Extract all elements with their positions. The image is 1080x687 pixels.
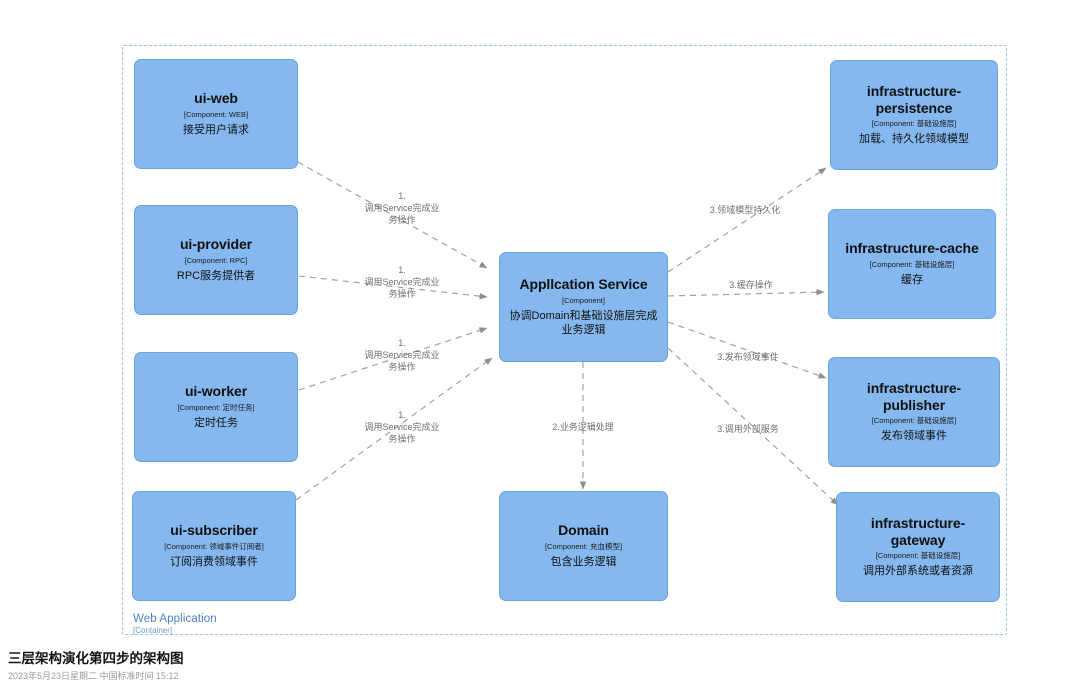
node-type: [Component: 领域事件订阅者] <box>164 541 264 551</box>
edge-app-to-cache <box>667 288 825 297</box>
node-type: [Component: RPC] <box>184 255 248 265</box>
node-type: [Component: 基础设施层] <box>869 259 955 269</box>
edge-app-to-publisher <box>667 321 827 379</box>
edge-label-provider-to-app: 1. 调用Service完成业 务操作 <box>364 265 440 300</box>
node-title: infrastructure-persistence <box>866 83 962 116</box>
diagram-caption: 三层架构演化第四步的架构图 2023年5月23日星期二 中国标准时间 15:12 <box>8 650 184 682</box>
web-application-container-boundary <box>122 45 1007 635</box>
edge-label-app-to-gateway: 3.调用外部服务 <box>717 424 779 434</box>
node-description: 调用外部系统或者资源 <box>863 565 973 578</box>
node-description: 包含业务逻辑 <box>550 555 617 568</box>
node-type: [Component: 定时任务] <box>177 402 255 412</box>
node-title: ui-provider <box>179 236 253 253</box>
node-description: 订阅消费领域事件 <box>170 555 258 568</box>
edge-label-app-to-domain: 2.业务逻辑处理 <box>552 422 614 432</box>
edge-label-app-to-persistence: 3.领域模型持久化 <box>709 205 781 215</box>
node-title: infrastructure-publisher <box>866 380 962 413</box>
node-title: Domain <box>558 522 609 539</box>
node-title: ui-subscriber <box>170 522 258 539</box>
edge-label-app-to-publisher: 3.发布领域事件 <box>717 352 779 362</box>
node-title: infrastructure-gateway <box>870 515 966 548</box>
container-name: Web Application <box>133 613 217 625</box>
node-ui-provider[interactable]: ui-provider [Component: RPC] RPC服务提供者 <box>134 205 298 315</box>
node-ui-web[interactable]: ui-web [Component: WEB] 接受用户请求 <box>134 59 298 169</box>
node-description: 接受用户请求 <box>183 123 249 136</box>
edge-label-app-to-cache: 3.缓存操作 <box>729 280 773 290</box>
node-description: 协调Domain和基础设施层完成业务逻辑 <box>509 310 658 336</box>
container-label: Web Application [Container] <box>133 613 217 636</box>
connector-layer <box>295 161 839 506</box>
node-type: [Component: WEB] <box>183 109 249 119</box>
edge-web-to-app <box>297 161 488 269</box>
node-ui-subscriber[interactable]: ui-subscriber [Component: 领域事件订阅者] 订阅消费领… <box>132 491 296 601</box>
node-title: ui-web <box>194 90 238 107</box>
node-description: 定时任务 <box>194 416 238 429</box>
node-type: [Component: 基础设施层] <box>871 119 957 129</box>
node-description: RPC服务提供者 <box>176 269 256 282</box>
container-type: [Container] <box>133 625 173 635</box>
node-infrastructure-gateway[interactable]: infrastructure-gateway [Component: 基础设施层… <box>836 492 1000 602</box>
edge-label-worker-to-app: 1. 调用Service完成业 务操作 <box>364 338 440 373</box>
node-infrastructure-persistence[interactable]: infrastructure-persistence [Component: 基… <box>830 60 998 170</box>
node-type: [Component] <box>562 296 605 305</box>
node-description: 缓存 <box>901 273 923 286</box>
edge-provider-to-app <box>298 275 488 300</box>
node-infrastructure-publisher[interactable]: infrastructure-publisher [Component: 基础设… <box>828 357 1000 467</box>
node-title: Appllcation Service <box>519 276 648 293</box>
node-description: 加载、持久化领域模型 <box>859 133 969 146</box>
node-ui-worker[interactable]: ui-worker [Component: 定时任务] 定时任务 <box>134 352 298 462</box>
edge-label-subscriber-to-app: 1. 调用Service完成业 务操作 <box>364 410 440 445</box>
node-application-service[interactable]: Appllcation Service [Component] 协调Domain… <box>499 252 668 362</box>
node-type: [Component: 基础设施层] <box>875 551 961 561</box>
node-infrastructure-cache[interactable]: infrastructure-cache [Component: 基础设施层] … <box>828 209 996 319</box>
edge-subscriber-to-app <box>295 357 493 501</box>
node-domain[interactable]: Domain [Component: 充血模型] 包含业务逻辑 <box>499 491 668 601</box>
node-type: [Component: 基础设施层] <box>871 416 957 426</box>
edge-app-to-gateway <box>667 347 839 506</box>
caption-timestamp: 2023年5月23日星期二 中国标准时间 15:12 <box>8 670 179 681</box>
architecture-diagram: ui-web [Component: WEB] 接受用户请求 ui-provid… <box>122 45 1007 636</box>
edge-label-web-to-app: 1. 调用Service完成业 务操作 <box>364 191 440 226</box>
node-description: 发布领域事件 <box>881 430 947 443</box>
node-title: infrastructure-cache <box>845 240 979 257</box>
node-title: ui-worker <box>184 383 248 400</box>
caption-title: 三层架构演化第四步的架构图 <box>8 651 184 666</box>
node-type: [Component: 充血模型] <box>544 541 623 551</box>
edge-app-to-persistence <box>667 167 827 273</box>
